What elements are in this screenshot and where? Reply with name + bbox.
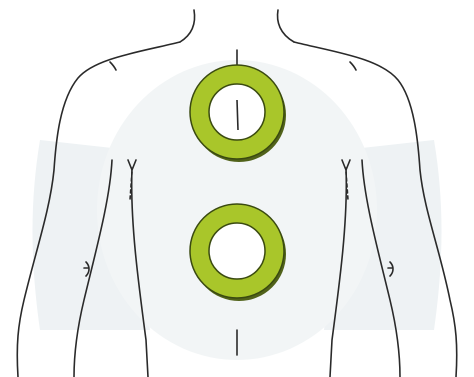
neck-right-line: [278, 10, 294, 42]
right-blade-mark: [350, 62, 356, 70]
left-blade-mark: [110, 62, 116, 70]
neck-left-line: [180, 10, 195, 42]
